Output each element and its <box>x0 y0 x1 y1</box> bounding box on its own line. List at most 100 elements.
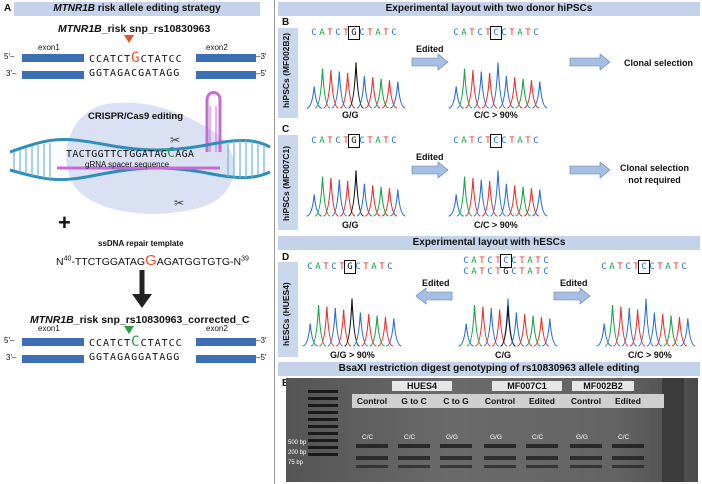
trace-peak <box>523 80 540 109</box>
lane-label-bar <box>352 394 664 408</box>
grna-seq-post: AGA <box>175 149 195 160</box>
exon2-box-bottom <box>196 71 256 79</box>
lane-genotype-label: C/C <box>532 434 544 441</box>
down-arrow-icon <box>132 270 152 308</box>
ladder-label: 75 bp <box>288 460 304 466</box>
trace-peak <box>369 315 385 347</box>
sequence-base: T <box>535 267 541 277</box>
panel-b-header: Experimental layout with two donor hiPSC… <box>278 2 700 16</box>
trace-peak <box>465 70 481 109</box>
ladder-band <box>308 411 338 414</box>
exon2-label-corrected: exon2 <box>206 324 228 333</box>
ladder-band <box>308 439 338 442</box>
corrected-snp-label: MTNR1B_risk snp_rs10830963_corrected_C <box>30 314 249 326</box>
sequence-base: A <box>375 136 381 146</box>
trace-peak <box>542 318 558 347</box>
panel-b-trace-right <box>448 62 548 109</box>
gel-band-upper <box>484 444 516 448</box>
corr-exon1-box-top <box>22 338 84 346</box>
risk-seq-post: CTATCC <box>140 54 183 65</box>
ladder-band <box>308 397 338 400</box>
trace-peak <box>613 306 629 347</box>
trace-peak <box>515 78 531 109</box>
trace-peak <box>629 309 646 347</box>
sequence-base: A <box>319 28 325 38</box>
sequence-base: T <box>379 262 385 272</box>
sequence-base: C <box>307 262 313 272</box>
panel-b-arrow-icon <box>411 53 449 71</box>
sequence-base: A <box>665 262 671 272</box>
trace-peak <box>466 304 483 347</box>
sequence-base: A <box>371 262 377 272</box>
strand-3prime-top: –3' <box>256 52 267 61</box>
gel-edge <box>662 378 684 482</box>
sequence-base: C <box>391 136 397 146</box>
trace-peak <box>517 313 533 347</box>
trace-peak <box>356 75 373 109</box>
risk-snp-id: _risk snp_rs10830963 <box>101 23 211 35</box>
sequence-base: A <box>471 256 477 266</box>
sequence-base: C <box>453 28 459 38</box>
sequence-base: C <box>625 262 631 272</box>
panel-c-side-bar <box>278 135 298 230</box>
exon1-label-top: exon1 <box>38 43 60 52</box>
sequence-base: T <box>323 262 329 272</box>
lane-genotype-label: G/G <box>490 434 502 441</box>
trace-peak <box>314 176 331 217</box>
sequence-base: T <box>673 262 679 272</box>
panel-c-outcome-line1: Clonal selection <box>620 163 690 173</box>
ssdna-label: ssDNA repair template <box>98 239 184 248</box>
trace-peak <box>323 178 339 217</box>
sequence-base: T <box>469 28 475 38</box>
sequence-base: C <box>477 136 483 146</box>
lane-genotype-label: C/C <box>618 434 630 441</box>
panel-b-letter: B <box>282 17 290 28</box>
exon2-box-top <box>196 54 256 62</box>
trace-peak <box>508 312 525 347</box>
gel-band-upper <box>526 444 558 448</box>
risk-sequence-top: CCATCTGCTATCC <box>89 50 183 66</box>
ladder-band <box>308 390 338 393</box>
panel-d-genotype-left: G/G > 90% <box>330 350 375 360</box>
trace-peak <box>481 180 498 217</box>
panel-c-letter: C <box>282 124 290 135</box>
trace-peak <box>377 316 394 347</box>
gel-band-middle <box>570 456 602 460</box>
corr-exon2-box-bottom <box>196 355 256 363</box>
sequence-base: C <box>501 136 507 146</box>
trace-peak <box>507 77 523 109</box>
risk-snp-label: MTNR1B_risk snp_rs10830963 <box>58 23 210 35</box>
ladder-band <box>308 453 338 456</box>
trace-peak <box>655 313 671 347</box>
trace-peak <box>465 178 481 217</box>
trace-peak <box>331 179 348 217</box>
panel-d-arrow-right-icon <box>553 287 591 305</box>
ssdna-pre: -TTCTGGATAG <box>71 256 146 268</box>
gel-band-upper <box>440 444 472 448</box>
gel-group-label: MF002B2 <box>572 381 634 391</box>
gel-band-middle <box>612 456 644 460</box>
sequence-base: C <box>638 260 650 274</box>
trace-peak <box>373 186 389 217</box>
trace-peak <box>491 309 508 347</box>
sequence-base: T <box>469 136 475 146</box>
panel-b-genotype-left: G/G <box>342 110 359 120</box>
sequence-base: C <box>500 254 512 268</box>
sequence-base: C <box>511 267 517 277</box>
sequence-base: T <box>367 28 373 38</box>
sequence-base: T <box>343 136 349 146</box>
gel-band-middle <box>526 456 558 460</box>
corrected-gene-name: MTNR1B <box>30 314 74 326</box>
corr-strand-5prime-bottom: –5' <box>256 353 267 362</box>
gel-lane-label: Control <box>356 396 388 406</box>
risk-seq-pre: CCATCT <box>89 54 132 65</box>
panel-d-letter: D <box>282 252 290 263</box>
gel-band-lower <box>484 465 516 468</box>
trace-peak <box>596 323 612 347</box>
sequence-base: C <box>681 262 687 272</box>
panel-a-letter: A <box>4 3 12 14</box>
